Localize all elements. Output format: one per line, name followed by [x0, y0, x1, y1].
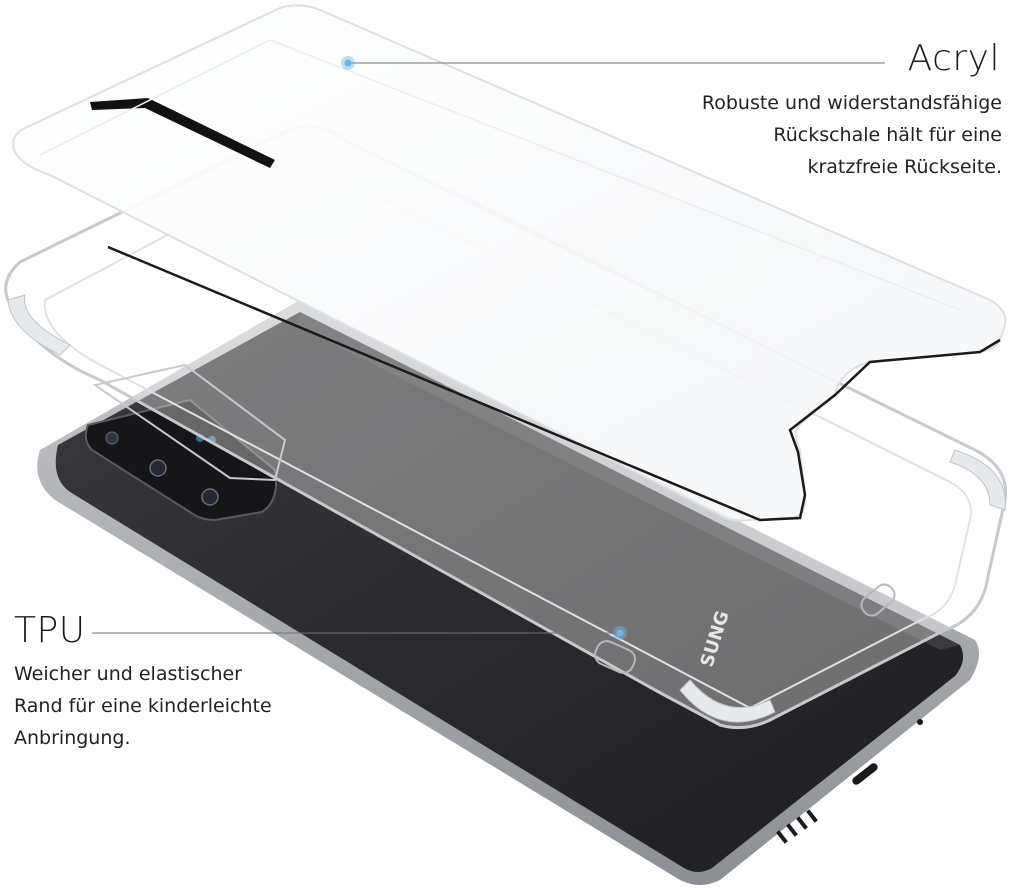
tpu-description-line-3: Anbringung. — [14, 727, 131, 749]
acrylic-plate-shape — [12, 4, 1007, 522]
tpu-description: Weicher und elastischer Rand für eine ki… — [14, 658, 272, 754]
acrylic-back-plate — [12, 4, 1007, 522]
camera-module — [84, 398, 278, 522]
tpu-description-line-1: Weicher und elastischer — [14, 663, 242, 685]
tpu-title: TPU — [14, 610, 86, 651]
acryl-title: Acryl — [907, 38, 1000, 79]
phone-bottom-details — [776, 719, 923, 844]
acryl-description-line-3: kratzfreie Rückseite. — [807, 156, 1002, 178]
tpu-leader — [92, 626, 627, 640]
acryl-description-line-2: Rückschale hält für eine — [773, 124, 1002, 146]
acryl-description-line-1: Robuste und widerstandsfähige — [701, 92, 1002, 114]
tpu-description-line-2: Rand für eine kinderleichte — [14, 695, 272, 717]
acryl-description: Robuste und widerstandsfähige Rückschale… — [702, 87, 1002, 183]
acryl-leader — [341, 56, 885, 70]
